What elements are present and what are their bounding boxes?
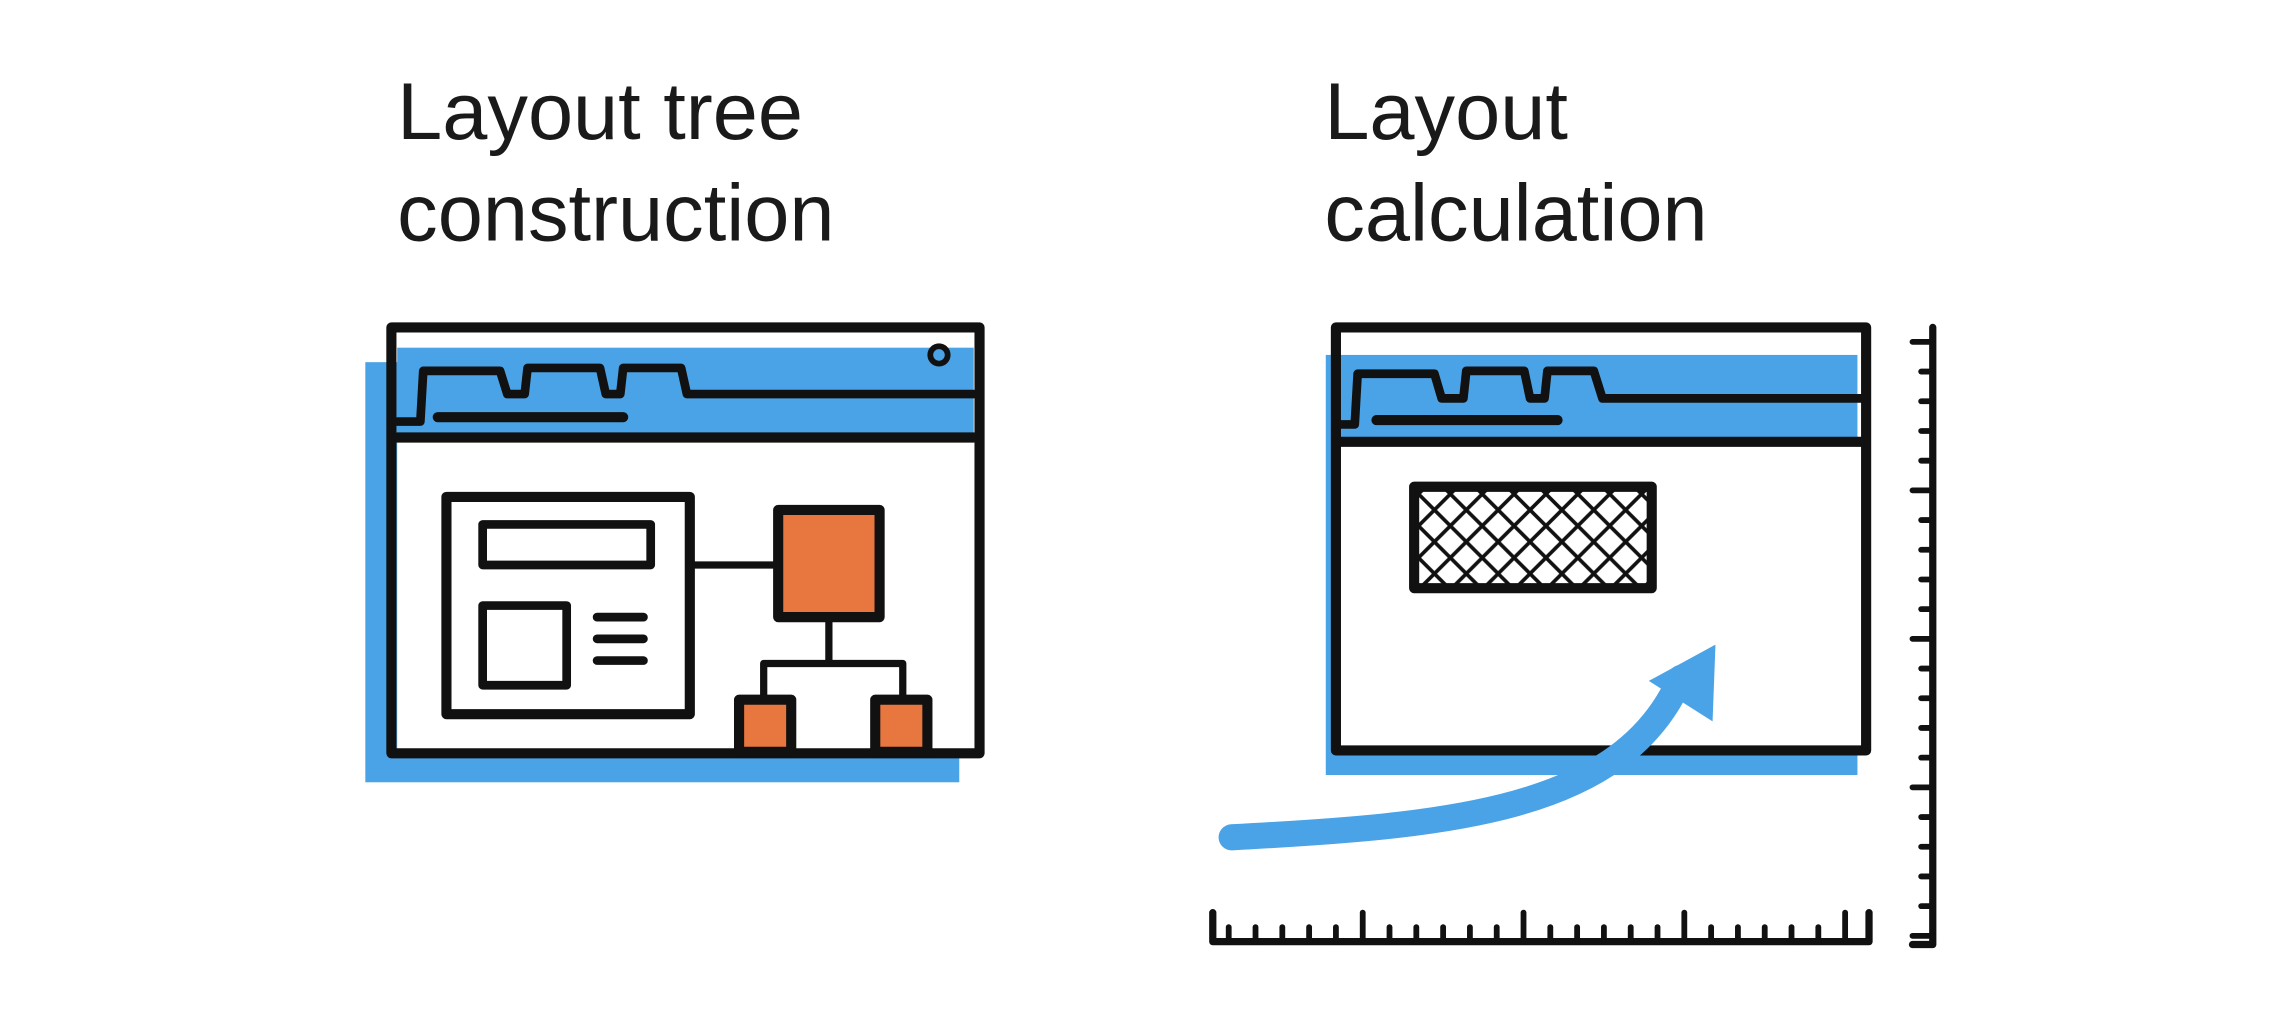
ruler-icon bbox=[1209, 323, 1937, 949]
tree-diagram-icon bbox=[441, 491, 933, 757]
arrow-icon bbox=[1218, 644, 1716, 851]
panel-layout-calculation: Layout calculation bbox=[1209, 67, 1937, 949]
panel-title-line-2: calculation bbox=[1324, 168, 1707, 258]
panel-title-line-1: Layout bbox=[1324, 67, 1568, 157]
panel-title-line-2: construction bbox=[397, 168, 834, 258]
hatched-box-icon bbox=[1409, 481, 1657, 594]
panel-layout-tree-construction: Layout tree construction bbox=[365, 67, 985, 783]
panel-title-line-1: Layout tree bbox=[397, 67, 803, 157]
